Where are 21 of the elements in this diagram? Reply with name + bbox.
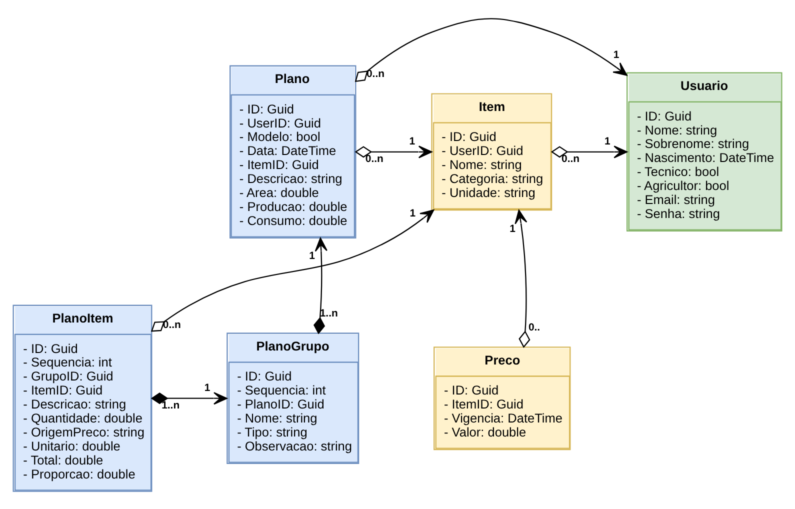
arrow bbox=[150, 208, 434, 332]
arrow bbox=[550, 145, 628, 158]
label: 1 bbox=[410, 208, 416, 219]
arrow bbox=[150, 392, 228, 404]
label: 1 bbox=[604, 136, 610, 147]
arrow bbox=[354, 18, 628, 82]
label: 1 bbox=[204, 382, 210, 394]
label: 1..n bbox=[162, 400, 180, 412]
label: 0.. bbox=[528, 322, 540, 333]
arrow bbox=[354, 145, 432, 158]
label: 1 bbox=[510, 223, 516, 234]
label: 1 bbox=[613, 50, 620, 61]
label: 0..n bbox=[365, 154, 384, 165]
label: 1..n bbox=[320, 308, 338, 320]
arrow bbox=[514, 209, 530, 348]
arrow bbox=[313, 237, 328, 334]
label: 0..n bbox=[162, 320, 181, 331]
label: 1 bbox=[409, 136, 416, 147]
label: 0..n bbox=[562, 154, 580, 165]
label: 0..n bbox=[366, 68, 384, 80]
label: 1 bbox=[309, 250, 315, 262]
